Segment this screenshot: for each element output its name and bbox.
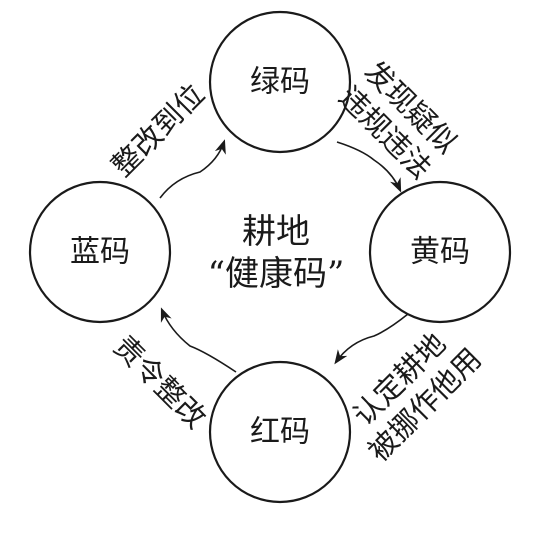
node-green-code: 绿码: [208, 10, 352, 154]
node-yellow-label: 黄码: [410, 235, 470, 270]
node-yellow-code: 黄码: [368, 180, 512, 324]
arrow-green-to-yellow: [336, 141, 402, 193]
edge-label-red-blue: 责令整改: [107, 329, 213, 435]
center-title-line1: 耕地: [242, 212, 310, 252]
node-blue-label: 蓝码: [70, 235, 130, 270]
arrow-red-to-blue: [160, 307, 237, 373]
edge-label-blue-green: 整改到位: [105, 77, 211, 183]
node-green-label: 绿码: [250, 65, 310, 100]
node-blue-code: 蓝码: [28, 180, 172, 324]
node-red-code: 红码: [208, 360, 352, 504]
center-title-line2: “健康码”: [208, 254, 345, 294]
arrow-blue-to-green: [159, 139, 226, 199]
arrow-yellow-to-red: [334, 313, 409, 365]
node-red-label: 红码: [250, 415, 310, 450]
